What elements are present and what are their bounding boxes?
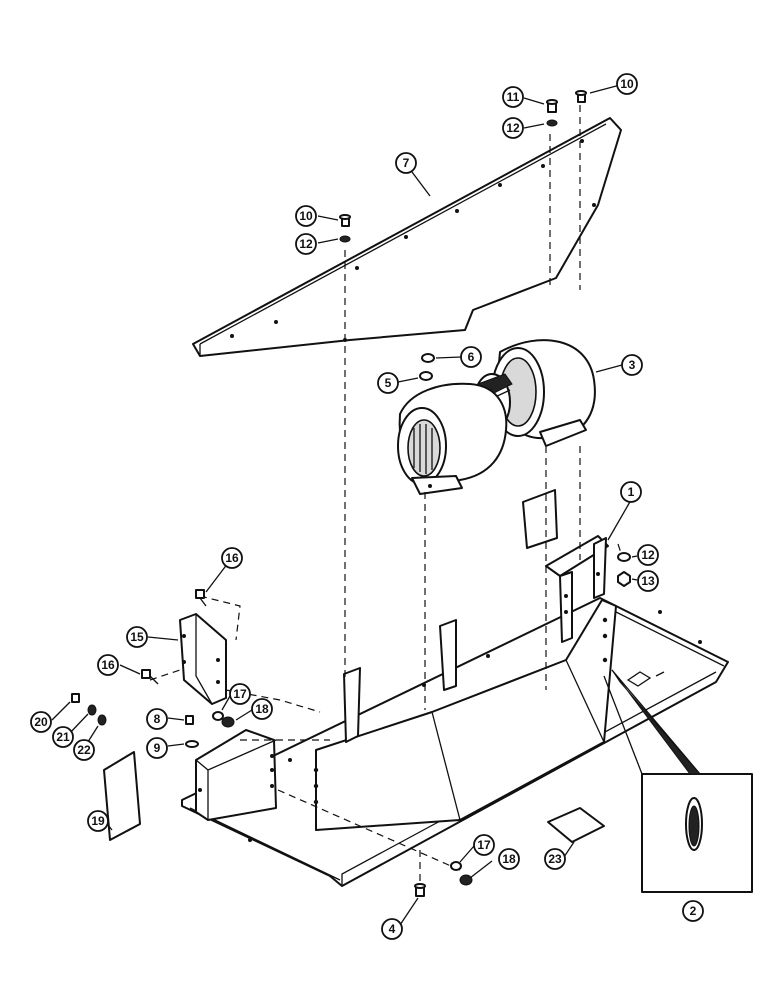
callout-number: 17: [477, 838, 491, 852]
callout-number: 1: [628, 485, 635, 499]
callout-6: 6: [460, 346, 482, 368]
callout-23: 23: [544, 848, 566, 870]
callout-number: 8: [154, 712, 161, 726]
callout-18a: 18: [251, 698, 273, 720]
center-bracket: [439, 619, 457, 691]
callout-number: 5: [385, 376, 392, 390]
top-cover-panel: [192, 117, 622, 357]
fasteners: [71, 90, 631, 897]
callout-12a: 12: [502, 117, 524, 139]
callout-12b: 12: [295, 233, 317, 255]
callout-number: 12: [506, 121, 520, 135]
callout-16a: 16: [221, 547, 243, 569]
callout-9: 9: [146, 737, 168, 759]
decal-23: [547, 807, 605, 843]
callout-3: 3: [621, 354, 643, 376]
callout-8: 8: [146, 708, 168, 730]
callout-number: 20: [34, 715, 48, 729]
callout-number: 18: [502, 852, 516, 866]
cover-plate: [522, 489, 558, 549]
callout-number: 10: [620, 77, 634, 91]
left-end-bracket: [195, 729, 277, 821]
callout-20: 20: [30, 711, 52, 733]
callout-18b: 18: [498, 848, 520, 870]
callout-number: 13: [641, 574, 655, 588]
callout-number: 15: [130, 630, 144, 644]
callout-number: 3: [629, 358, 636, 372]
mounting-bracket-1: [545, 535, 609, 643]
callout-13: 13: [637, 570, 659, 592]
callout-number: 6: [468, 350, 475, 364]
callout-number: 21: [56, 730, 70, 744]
callout-4: 4: [381, 918, 403, 940]
callout-number: 16: [225, 551, 239, 565]
callout-number: 23: [548, 852, 562, 866]
callout-16b: 16: [97, 654, 119, 676]
leader-lines: [51, 84, 638, 926]
alignment-lines: [149, 105, 623, 886]
air-duct: [313, 599, 617, 831]
callout-17a: 17: [229, 683, 251, 705]
callout-1: 1: [620, 481, 642, 503]
callout-number: 10: [299, 209, 313, 223]
callout-number: 12: [641, 548, 655, 562]
callout-number: 22: [77, 743, 91, 757]
callout-19: 19: [87, 810, 109, 832]
callout-21: 21: [52, 726, 74, 748]
callout-number: 16: [101, 658, 115, 672]
inset-detail-box: [603, 669, 753, 893]
callout-number: 12: [299, 237, 313, 251]
callout-number: 4: [389, 922, 396, 936]
callout-number: 11: [507, 90, 520, 104]
blower-assembly: [397, 339, 596, 495]
callout-10b: 10: [295, 205, 317, 227]
left-upright-bracket: [343, 667, 361, 743]
callout-number: 18: [255, 702, 269, 716]
callout-12c: 12: [637, 544, 659, 566]
callout-2: 2: [682, 900, 704, 922]
side-bracket-15: [179, 613, 227, 705]
callout-15: 15: [126, 626, 148, 648]
callout-5: 5: [377, 372, 399, 394]
callout-10a: 10: [616, 73, 638, 95]
callout-17b: 17: [473, 834, 495, 856]
callout-11: 11: [502, 86, 524, 108]
callout-number: 2: [690, 904, 697, 918]
callout-7: 7: [395, 152, 417, 174]
callout-number: 19: [91, 814, 105, 828]
callout-number: 9: [154, 741, 161, 755]
callout-number: 17: [233, 687, 247, 701]
callout-22: 22: [73, 739, 95, 761]
callout-number: 7: [403, 156, 410, 170]
